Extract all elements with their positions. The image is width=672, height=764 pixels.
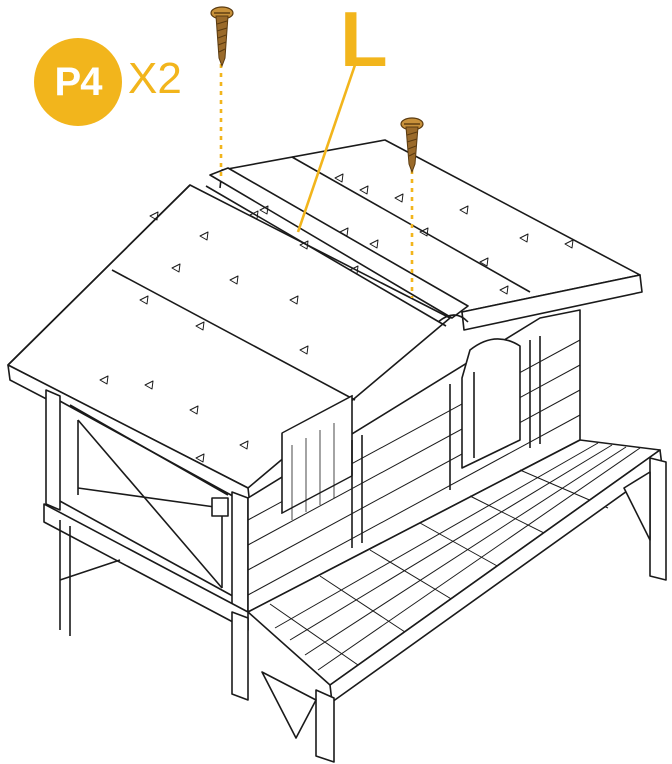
part-quantity: X2 — [128, 54, 182, 103]
front-right-post — [231, 491, 249, 613]
part-code: P4 — [54, 59, 103, 104]
back-roof-fascia — [461, 274, 643, 331]
screw-icon — [210, 6, 234, 68]
leg-brace — [261, 671, 317, 739]
porch-leg-left — [231, 611, 249, 701]
part-badge: P4 — [34, 38, 122, 126]
door-latch — [211, 497, 229, 517]
screw-icon — [400, 117, 424, 174]
part-label-L: L — [340, 0, 388, 83]
porch-leg-right — [649, 457, 667, 581]
side-doorway — [461, 338, 521, 469]
porch-leg-front — [315, 689, 335, 763]
mesh-window — [281, 394, 353, 514]
ridge-cap — [209, 167, 469, 319]
leader-line-L — [296, 61, 358, 233]
front-left-post — [45, 389, 61, 511]
